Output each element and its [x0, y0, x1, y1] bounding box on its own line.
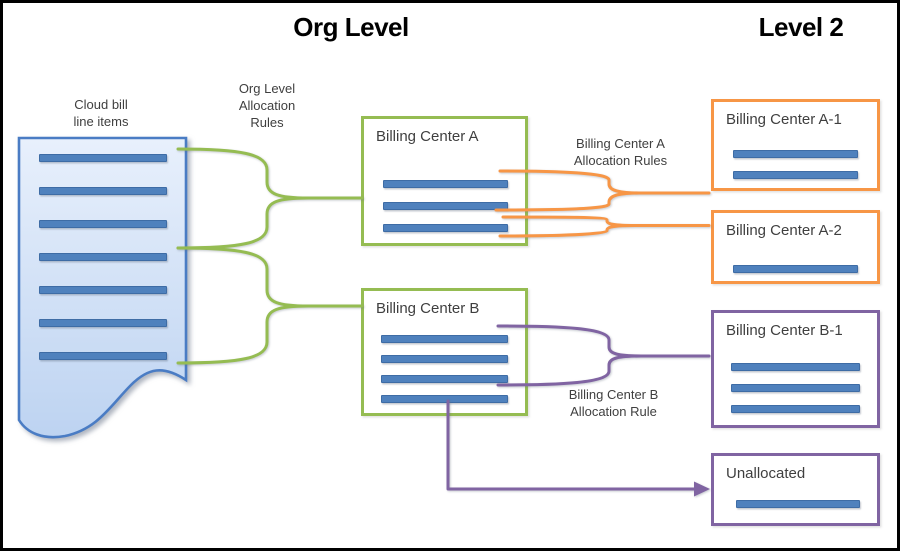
arrowhead-icon	[694, 481, 710, 497]
line-item-bar	[733, 171, 858, 179]
bc-a-allocation-rules-label: Billing Center A Allocation Rules	[548, 135, 693, 169]
level2-title: Level 2	[758, 12, 844, 42]
unallocated-items	[736, 500, 860, 508]
org-level-rules-connector-b	[176, 246, 364, 365]
org-level-title: Org Level	[293, 12, 409, 42]
line-item-bar	[381, 395, 508, 403]
cloud-bill-label-line1: Cloud bill	[74, 97, 128, 112]
line-item-bar	[39, 286, 167, 294]
cloud-bill-line-items	[39, 154, 167, 360]
billing-center-b-items	[381, 335, 508, 403]
billing-center-a-box: Billing Center A	[361, 116, 528, 246]
line-item-bar	[381, 375, 508, 383]
billing-center-b1-title: Billing Center B-1	[726, 322, 843, 339]
billing-center-a-title: Billing Center A	[376, 128, 479, 145]
line-item-bar	[736, 500, 860, 508]
billing-center-a2-items	[733, 265, 858, 273]
billing-center-b1-items	[731, 363, 860, 413]
line-item-bar	[39, 154, 167, 162]
cloud-bill-label: Cloud bill line items	[39, 96, 163, 130]
cloud-bill-label-line2: line items	[73, 114, 129, 129]
billing-center-a1-box: Billing Center A-1	[711, 99, 880, 191]
line-item-bar	[731, 363, 860, 371]
bc-a-allocation-rules-line2: Allocation Rules	[573, 153, 668, 168]
org-allocation-rules-line1: Org Level	[238, 81, 296, 96]
line-item-bar	[39, 187, 167, 195]
line-item-bar	[731, 405, 860, 413]
line-item-bar	[383, 202, 508, 210]
unallocated-title: Unallocated	[726, 465, 806, 482]
bc-a-rules-connector-a2	[498, 215, 711, 238]
line-item-bar	[39, 352, 167, 360]
bc-b-allocation-rule-label: Billing Center B Allocation Rule	[546, 386, 681, 420]
org-allocation-rules-label: Org Level Allocation Rules	[205, 80, 329, 131]
billing-center-b1-box: Billing Center B-1	[711, 310, 880, 428]
line-item-bar	[39, 319, 167, 327]
line-item-bar	[381, 355, 508, 363]
line-item-bar	[381, 335, 508, 343]
bc-b-allocation-rule-line2: Allocation Rule	[570, 404, 657, 419]
line-item-bar	[39, 253, 167, 261]
billing-center-a-items	[383, 180, 508, 232]
line-item-bar	[383, 224, 508, 232]
unallocated-box: Unallocated	[711, 453, 880, 526]
org-allocation-rules-line2: Allocation	[238, 98, 296, 113]
org-level-rules-connector-a	[176, 147, 364, 250]
line-item-bar	[731, 384, 860, 392]
line-item-bar	[39, 220, 167, 228]
bc-a-allocation-rules-line1: Billing Center A	[576, 136, 665, 151]
line-item-bar	[383, 180, 508, 188]
billing-center-b-box: Billing Center B	[361, 288, 528, 416]
bc-b-allocation-rule-line1: Billing Center B	[568, 387, 659, 402]
org-allocation-rules-line3: Rules	[250, 115, 284, 130]
billing-center-a1-title: Billing Center A-1	[726, 111, 842, 128]
billing-center-b-title: Billing Center B	[376, 300, 480, 317]
billing-center-a2-title: Billing Center A-2	[726, 222, 842, 239]
billing-center-a2-box: Billing Center A-2	[711, 210, 880, 284]
line-item-bar	[733, 265, 858, 273]
bc-b-rule-connector-b1	[496, 324, 711, 387]
line-item-bar	[733, 150, 858, 158]
billing-center-a1-items	[733, 150, 858, 179]
